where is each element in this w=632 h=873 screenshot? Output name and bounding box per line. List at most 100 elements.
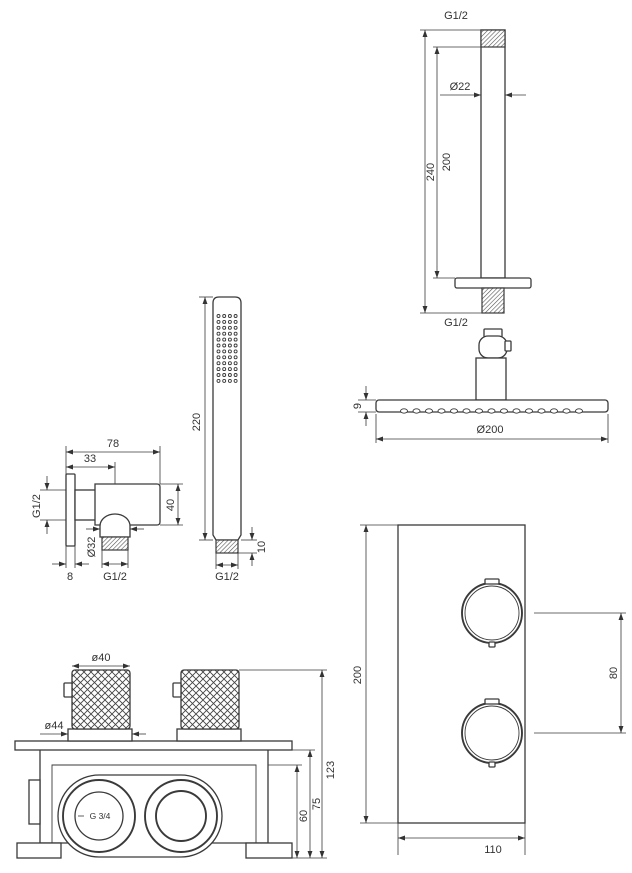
spray-nozzle bbox=[233, 378, 238, 383]
head-nozzle-row bbox=[400, 408, 583, 414]
spray-nozzle bbox=[216, 373, 221, 377]
upper-knob-mark bbox=[488, 641, 496, 648]
elbow-neck bbox=[74, 489, 98, 521]
head-nozzle bbox=[550, 408, 558, 414]
concealed-valve-body: G 3/4 bbox=[14, 669, 293, 859]
spray-nozzle bbox=[222, 343, 227, 348]
arm-bottom-thread bbox=[481, 287, 505, 314]
head-nozzle bbox=[525, 408, 533, 414]
head-diameter-label: Ø200 bbox=[477, 424, 504, 436]
rain-shower-head bbox=[375, 399, 609, 414]
spray-nozzle bbox=[216, 337, 221, 342]
hand-shower-thread-label: G1/2 bbox=[215, 571, 239, 583]
spray-nozzle bbox=[222, 337, 227, 342]
plate-width-label: 110 bbox=[484, 844, 502, 856]
spray-nozzle bbox=[233, 355, 238, 360]
inlet-bore-left bbox=[74, 791, 124, 841]
spray-nozzle bbox=[233, 373, 238, 377]
spray-nozzle bbox=[216, 325, 221, 330]
spray-nozzle bbox=[216, 343, 221, 348]
arm-length-240-label: 240 bbox=[425, 163, 437, 181]
arm-length-200-label: 200 bbox=[441, 153, 453, 171]
spray-nozzle bbox=[216, 349, 221, 354]
spray-nozzle bbox=[227, 349, 232, 354]
cover-plate bbox=[397, 524, 526, 824]
spray-nozzle bbox=[222, 361, 227, 366]
arm-flange bbox=[454, 277, 532, 289]
spray-nozzle bbox=[227, 373, 232, 377]
inlet-bore-right bbox=[155, 790, 207, 842]
outlet-length-33-label: 33 bbox=[84, 453, 96, 465]
foot-right bbox=[245, 842, 293, 859]
arm-pipe bbox=[480, 29, 506, 279]
knob-marker-left bbox=[63, 682, 73, 698]
head-nozzle bbox=[537, 408, 546, 414]
swivel-tab bbox=[504, 340, 512, 352]
spray-nozzle bbox=[227, 314, 232, 318]
depth-60-label: 60 bbox=[298, 810, 310, 822]
arm-top-thread bbox=[480, 29, 506, 48]
spray-nozzle bbox=[233, 325, 238, 330]
foot-left bbox=[16, 842, 62, 859]
spray-nozzle bbox=[233, 361, 238, 366]
spray-nozzle bbox=[222, 325, 227, 330]
arm-diameter-label: Ø22 bbox=[450, 81, 471, 93]
spray-nozzle bbox=[227, 325, 232, 330]
spray-nozzle bbox=[216, 367, 221, 372]
outlet-plate-label: 8 bbox=[67, 571, 73, 583]
spray-nozzle bbox=[227, 319, 232, 324]
box-side-bracket bbox=[28, 779, 41, 825]
spray-nozzle bbox=[233, 337, 238, 342]
wall-cover-section bbox=[14, 740, 293, 751]
spray-nozzle bbox=[216, 314, 221, 318]
depth-75-label: 75 bbox=[311, 798, 323, 810]
outlet-diameter-label: Ø32 bbox=[86, 537, 98, 558]
lower-knob-tab bbox=[484, 698, 500, 705]
head-nozzle bbox=[487, 408, 496, 414]
swivel-joint bbox=[478, 335, 508, 359]
knob-rosette-left bbox=[67, 728, 133, 742]
spray-nozzle bbox=[233, 367, 238, 372]
spray-nozzle bbox=[227, 337, 232, 342]
spray-nozzle bbox=[222, 373, 227, 377]
spray-nozzle bbox=[222, 378, 227, 383]
spray-nozzle bbox=[227, 343, 232, 348]
spray-nozzle bbox=[216, 331, 221, 336]
outlet-height-label: 40 bbox=[165, 499, 177, 511]
outlet-length-78-label: 78 bbox=[107, 438, 119, 450]
head-nozzle bbox=[437, 408, 446, 414]
arm-bottom-thread-label: G1/2 bbox=[444, 317, 468, 329]
wall-outlet-elbow bbox=[65, 473, 161, 551]
spray-nozzle bbox=[222, 331, 227, 336]
upper-knob-inner-ring bbox=[464, 585, 520, 641]
head-nozzle bbox=[475, 408, 483, 414]
spray-nozzle bbox=[222, 314, 227, 318]
depth-123-label: 123 bbox=[325, 761, 337, 779]
shower-head-dimensions: 9 Ø200 bbox=[352, 386, 609, 443]
wall-outlet-dimensions: 78 33 G1/2 40 Ø32 8 G1/2 bbox=[31, 438, 183, 583]
spray-nozzle bbox=[227, 367, 232, 372]
cover-plate-dimensions: 200 80 110 bbox=[352, 524, 626, 856]
arm-top-thread-label: G1/2 bbox=[444, 10, 468, 22]
head-nozzle bbox=[575, 408, 583, 414]
valve-body-dimensions: ø40 ø44 123 75 60 bbox=[40, 652, 337, 859]
hand-shower-length-label: 220 bbox=[191, 413, 203, 431]
outlet-knuckle bbox=[99, 513, 131, 538]
shower-arm bbox=[454, 29, 532, 401]
spray-nozzle bbox=[216, 355, 221, 360]
spray-nozzle bbox=[222, 355, 227, 360]
lower-knob bbox=[461, 702, 523, 764]
hand-shower-connector-label: 10 bbox=[256, 541, 268, 553]
head-connector bbox=[475, 357, 507, 401]
rosette-diameter-label: ø44 bbox=[45, 720, 64, 732]
outlet-thread bbox=[101, 536, 129, 551]
spray-nozzle bbox=[216, 361, 221, 366]
head-nozzle bbox=[512, 408, 521, 414]
inlet-thread-label: G 3/4 bbox=[90, 811, 111, 821]
cover-plate-front bbox=[397, 524, 526, 824]
hand-shower bbox=[212, 296, 242, 554]
spray-nozzle bbox=[227, 355, 232, 360]
spray-nozzle bbox=[233, 349, 238, 354]
spray-nozzle bbox=[216, 319, 221, 324]
